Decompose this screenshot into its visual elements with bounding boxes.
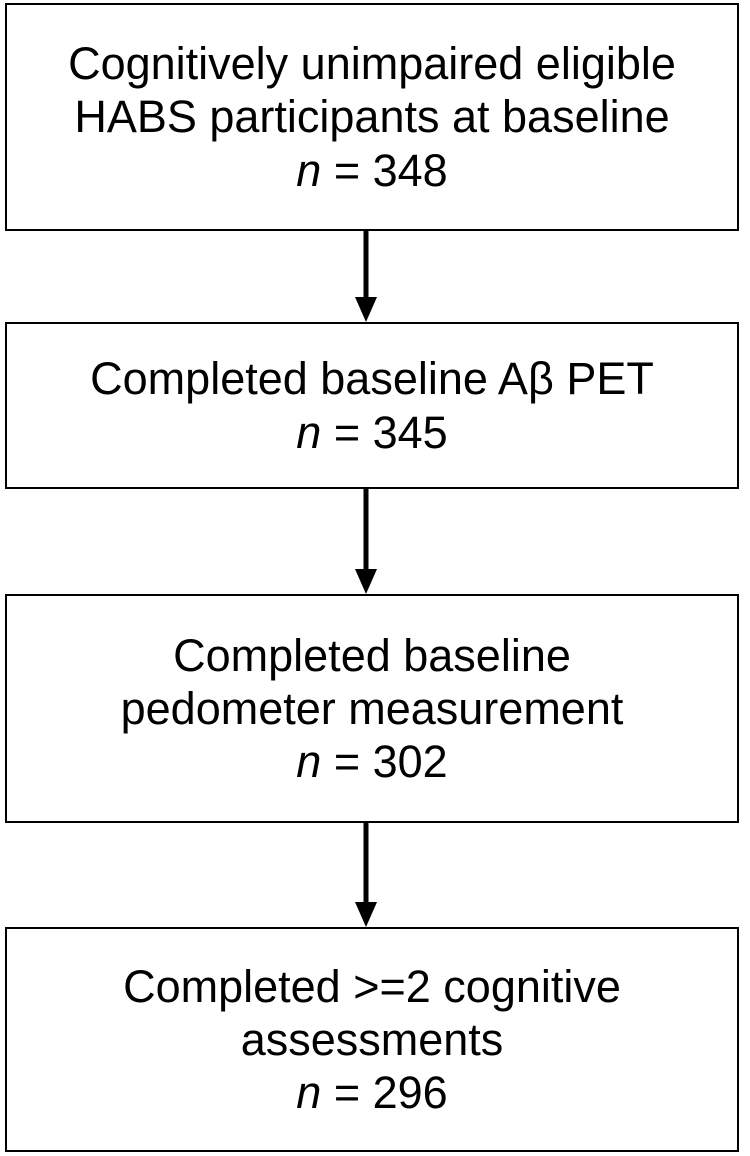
count-symbol: n bbox=[296, 144, 322, 196]
count-separator: = bbox=[321, 1067, 373, 1119]
step-text-line: pedometer measurement bbox=[120, 682, 624, 734]
count-symbol: n bbox=[296, 406, 322, 458]
step-text-line: Completed baseline Aβ PET bbox=[90, 353, 654, 405]
count-separator: = bbox=[321, 406, 373, 458]
step-count: n = 345 bbox=[296, 406, 447, 459]
step-text-line: Cognitively unimpaired eligible bbox=[68, 38, 676, 90]
step-count: n = 296 bbox=[296, 1066, 447, 1119]
flow-step-cognitive-assessments: Completed >=2 cognitive assessments n = … bbox=[5, 927, 739, 1152]
step-text-line: HABS participants at baseline bbox=[74, 91, 670, 143]
count-value: 345 bbox=[372, 406, 448, 458]
count-value: 296 bbox=[372, 1067, 448, 1119]
flow-step-abeta-pet: Completed baseline Aβ PET n = 345 bbox=[5, 322, 739, 489]
count-symbol: n bbox=[296, 736, 322, 788]
flow-arrow bbox=[355, 823, 377, 927]
count-value: 348 bbox=[372, 144, 448, 196]
step-text-line: Completed baseline bbox=[173, 629, 571, 681]
count-separator: = bbox=[321, 144, 373, 196]
step-text-line: assessments bbox=[240, 1013, 504, 1065]
count-symbol: n bbox=[296, 1067, 322, 1119]
count-separator: = bbox=[321, 736, 373, 788]
flow-step-pedometer: Completed baseline pedometer measurement… bbox=[5, 594, 739, 823]
flow-step-cognitively-unimpaired: Cognitively unimpaired eligible HABS par… bbox=[5, 3, 739, 231]
step-count: n = 302 bbox=[296, 735, 447, 788]
step-count: n = 348 bbox=[296, 144, 447, 197]
flow-arrow bbox=[355, 231, 377, 322]
flow-arrow bbox=[355, 489, 377, 594]
count-value: 302 bbox=[372, 736, 448, 788]
step-text-line: Completed >=2 cognitive bbox=[123, 960, 621, 1012]
